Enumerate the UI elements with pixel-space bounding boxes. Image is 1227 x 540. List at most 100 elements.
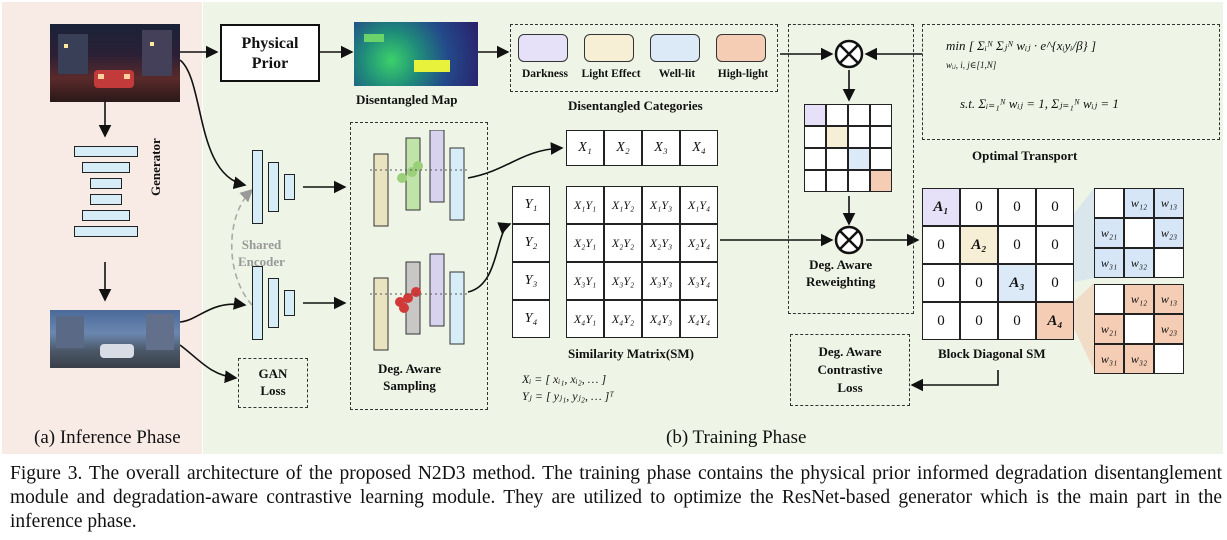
block-zero-cell: 0 <box>998 302 1036 340</box>
shared-encoder-top <box>252 150 304 224</box>
category-label: Light Effect <box>581 68 641 80</box>
figure-caption: Figure 3. The overall architecture of th… <box>10 463 1222 532</box>
category-swatch <box>650 34 700 62</box>
weight-cell <box>1154 344 1184 374</box>
weight-cell: w₁₂ <box>1124 188 1154 218</box>
similarity-cell: X₄Y₃ <box>642 300 680 338</box>
block-diagonal-cell: A₃ <box>998 264 1036 302</box>
weight-cell <box>1124 218 1154 248</box>
similarity-cell: X₃Y₂ <box>604 262 642 300</box>
reweighting-cell <box>870 104 892 126</box>
block-zero-cell: 0 <box>960 188 998 226</box>
reweighting-cell <box>804 126 826 148</box>
weight-cell: w₁₃ <box>1154 188 1184 218</box>
weight-cell: w₂₁ <box>1094 314 1124 344</box>
reweighting-cell <box>848 126 870 148</box>
similarity-cell: X₃Y₄ <box>680 262 718 300</box>
x-definition: Xᵢ = [ xᵢ₁, xᵢ₂, … ] <box>522 372 607 386</box>
similarity-cell: X₂Y₁ <box>566 224 604 262</box>
block-diagonal-cell: A₂ <box>960 226 998 264</box>
category-label: High-light <box>717 68 769 80</box>
category-swatch <box>518 34 568 62</box>
physical-prior-box: Physical Prior <box>220 24 320 82</box>
generator-network <box>74 146 138 246</box>
input-night-image <box>50 24 180 102</box>
weight-cell: w₃₂ <box>1124 248 1154 278</box>
category-swatch <box>584 34 634 62</box>
reweighting-cell <box>826 104 848 126</box>
similarity-cell: X₂Y₃ <box>642 224 680 262</box>
gan-loss-box: GAN Loss <box>238 358 308 408</box>
block-zero-cell: 0 <box>922 302 960 340</box>
shared-encoder-label: Shared Encoder <box>238 237 285 269</box>
similarity-cell: X₁Y₃ <box>642 186 680 224</box>
disentangled-categories-box <box>510 24 778 92</box>
similarity-matrix-title: Similarity Matrix(SM) <box>568 346 694 361</box>
similarity-cell: X₁Y₂ <box>604 186 642 224</box>
category-swatch <box>716 34 766 62</box>
weight-cell <box>1094 284 1124 314</box>
output-day-image <box>50 310 180 368</box>
similarity-cell: X₂Y₄ <box>680 224 718 262</box>
block-zero-cell: 0 <box>960 302 998 340</box>
weight-cell: w₂₃ <box>1154 218 1184 248</box>
reweighting-box <box>788 24 914 314</box>
weight-cell: w₂₃ <box>1154 314 1184 344</box>
weight-cell: w₃₁ <box>1094 248 1124 278</box>
generator-label: Generator <box>148 138 163 196</box>
ot-constraint: s.t. Σᵢ₌₁ᴺ wᵢⱼ = 1, Σⱼ₌₁ᴺ wᵢⱼ = 1 <box>960 96 1119 111</box>
block-diagonal-cell: A₁ <box>922 188 960 226</box>
reweighting-cell <box>848 104 870 126</box>
disentangled-map-label: Disentangled Map <box>356 92 458 107</box>
reweighting-cell <box>804 170 826 192</box>
sampling-feature-cubes <box>370 130 470 351</box>
ot-objective-sub: wᵢⱼ, i, j∈[1,N] <box>946 60 997 70</box>
block-zero-cell: 0 <box>922 226 960 264</box>
x-feature-cell: X₃ <box>642 130 680 166</box>
y-feature-cell: Y₂ <box>512 224 550 262</box>
block-zero-cell: 0 <box>1036 188 1074 226</box>
block-zero-cell: 0 <box>998 188 1036 226</box>
reweighting-cell <box>804 148 826 170</box>
similarity-cell: X₁Y₁ <box>566 186 604 224</box>
reweighting-grid <box>804 104 892 192</box>
reweighting-cell <box>870 148 892 170</box>
block-zero-cell: 0 <box>960 264 998 302</box>
categories-title: Disentangled Categories <box>568 98 703 113</box>
reweighting-cell <box>804 104 826 126</box>
block-zero-cell: 0 <box>922 264 960 302</box>
similarity-cell: X₄Y₄ <box>680 300 718 338</box>
category-label: Darkness <box>521 68 568 80</box>
optimal-transport-title: Optimal Transport <box>972 148 1078 163</box>
shared-encoder-bottom <box>252 266 304 340</box>
y-definition: Yⱼ = [ yⱼ₁, yⱼ₂, … ]ᵀ <box>522 389 614 403</box>
weight-cell: w₃₂ <box>1124 344 1154 374</box>
sampling-box <box>350 122 488 410</box>
block-diagonal-cell: A₄ <box>1036 302 1074 340</box>
weight-cell <box>1094 188 1124 218</box>
sampling-label: Deg. Aware Sampling <box>378 361 442 393</box>
block-zero-cell: 0 <box>998 226 1036 264</box>
y-feature-cell: Y₁ <box>512 186 550 224</box>
contrastive-loss-box: Deg. Aware Contrastive Loss <box>790 334 910 406</box>
optimal-transport-box <box>922 24 1220 140</box>
similarity-cell: X₃Y₃ <box>642 262 680 300</box>
reweighting-label: Deg. Aware Reweighting <box>806 257 876 289</box>
x-feature-cell: X₂ <box>604 130 642 166</box>
reweighting-cell <box>826 148 848 170</box>
x-feature-cell: X₄ <box>680 130 718 166</box>
training-phase-label: (b) Training Phase <box>666 427 807 448</box>
weight-cell <box>1154 248 1184 278</box>
reweighting-cell <box>870 170 892 192</box>
block-sm-title: Block Diagonal SM <box>938 346 1046 361</box>
reweighting-cell <box>826 170 848 192</box>
weight-cell: w₁₂ <box>1124 284 1154 314</box>
weight-cell <box>1124 314 1154 344</box>
reweighting-cell <box>848 170 870 192</box>
disentangled-map-image <box>354 22 478 86</box>
